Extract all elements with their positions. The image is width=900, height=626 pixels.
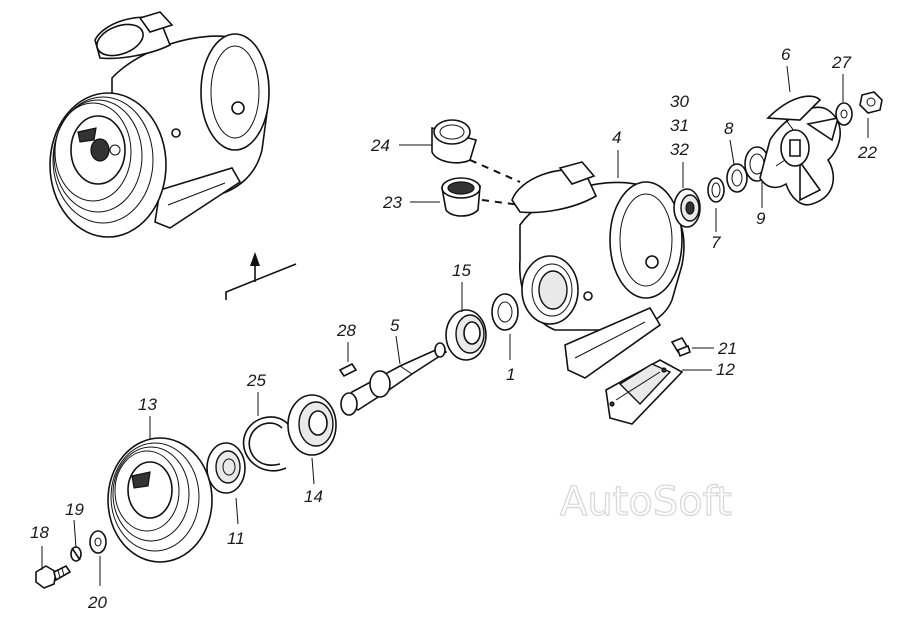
direction-arrow-icon: [225, 252, 297, 300]
ring-part: [491, 293, 519, 331]
callout-12: 12: [716, 360, 735, 379]
callout-30: 30: [670, 92, 689, 111]
bearing-part: [445, 309, 487, 361]
callout-4: 4: [612, 128, 621, 147]
seal-part: [206, 442, 246, 494]
washer-part: [835, 102, 853, 126]
impeller-part: [759, 95, 841, 206]
callout-5: 5: [390, 316, 400, 335]
callout-15: 15: [452, 261, 471, 280]
plug-part: [431, 119, 478, 164]
washer-part: [707, 177, 725, 203]
leader-lines: [41, 65, 869, 586]
callout-18: 18: [30, 523, 49, 542]
callout-32: 32: [670, 140, 689, 159]
callout-6: 6: [781, 45, 791, 64]
callout-14: 14: [304, 487, 323, 506]
bearing-part: [287, 394, 337, 456]
callout-22: 22: [857, 143, 877, 162]
callout-1: 1: [506, 365, 515, 384]
callout-28: 28: [336, 321, 356, 340]
nut-part: [859, 91, 883, 114]
callout-23: 23: [382, 193, 402, 212]
lock-washer-part: [70, 546, 82, 562]
cover-part: [605, 359, 684, 425]
bolt-part: [35, 564, 72, 589]
fitting-part: [670, 337, 691, 358]
callout-11: 11: [227, 529, 245, 548]
key-part: [338, 362, 358, 378]
callout-19: 19: [65, 500, 84, 519]
pump-housing-part: [511, 161, 685, 379]
callout-13: 13: [138, 395, 157, 414]
callout-31: 31: [670, 116, 689, 135]
ring-part: [726, 163, 748, 193]
pulley-part: [107, 437, 213, 563]
callout-labels: 24 23 4 30 31 32 7 8 9 6 27 22 21 12 15 …: [30, 45, 877, 612]
seal-assembly-part: [673, 188, 701, 228]
callout-27: 27: [831, 53, 851, 72]
callout-8: 8: [724, 119, 734, 138]
callout-7: 7: [711, 233, 721, 252]
snap-ring-part: [242, 416, 289, 472]
assembled-pump-illustration: [49, 11, 270, 238]
shaft-part: [340, 342, 448, 416]
callout-21: 21: [717, 339, 737, 358]
callout-25: 25: [246, 371, 266, 390]
callout-24: 24: [370, 136, 390, 155]
washer-part: [89, 530, 107, 554]
watermark: AutoSoft: [560, 479, 732, 525]
callout-9: 9: [756, 209, 766, 228]
sleeve-part: [441, 177, 481, 217]
callout-20: 20: [87, 593, 107, 612]
